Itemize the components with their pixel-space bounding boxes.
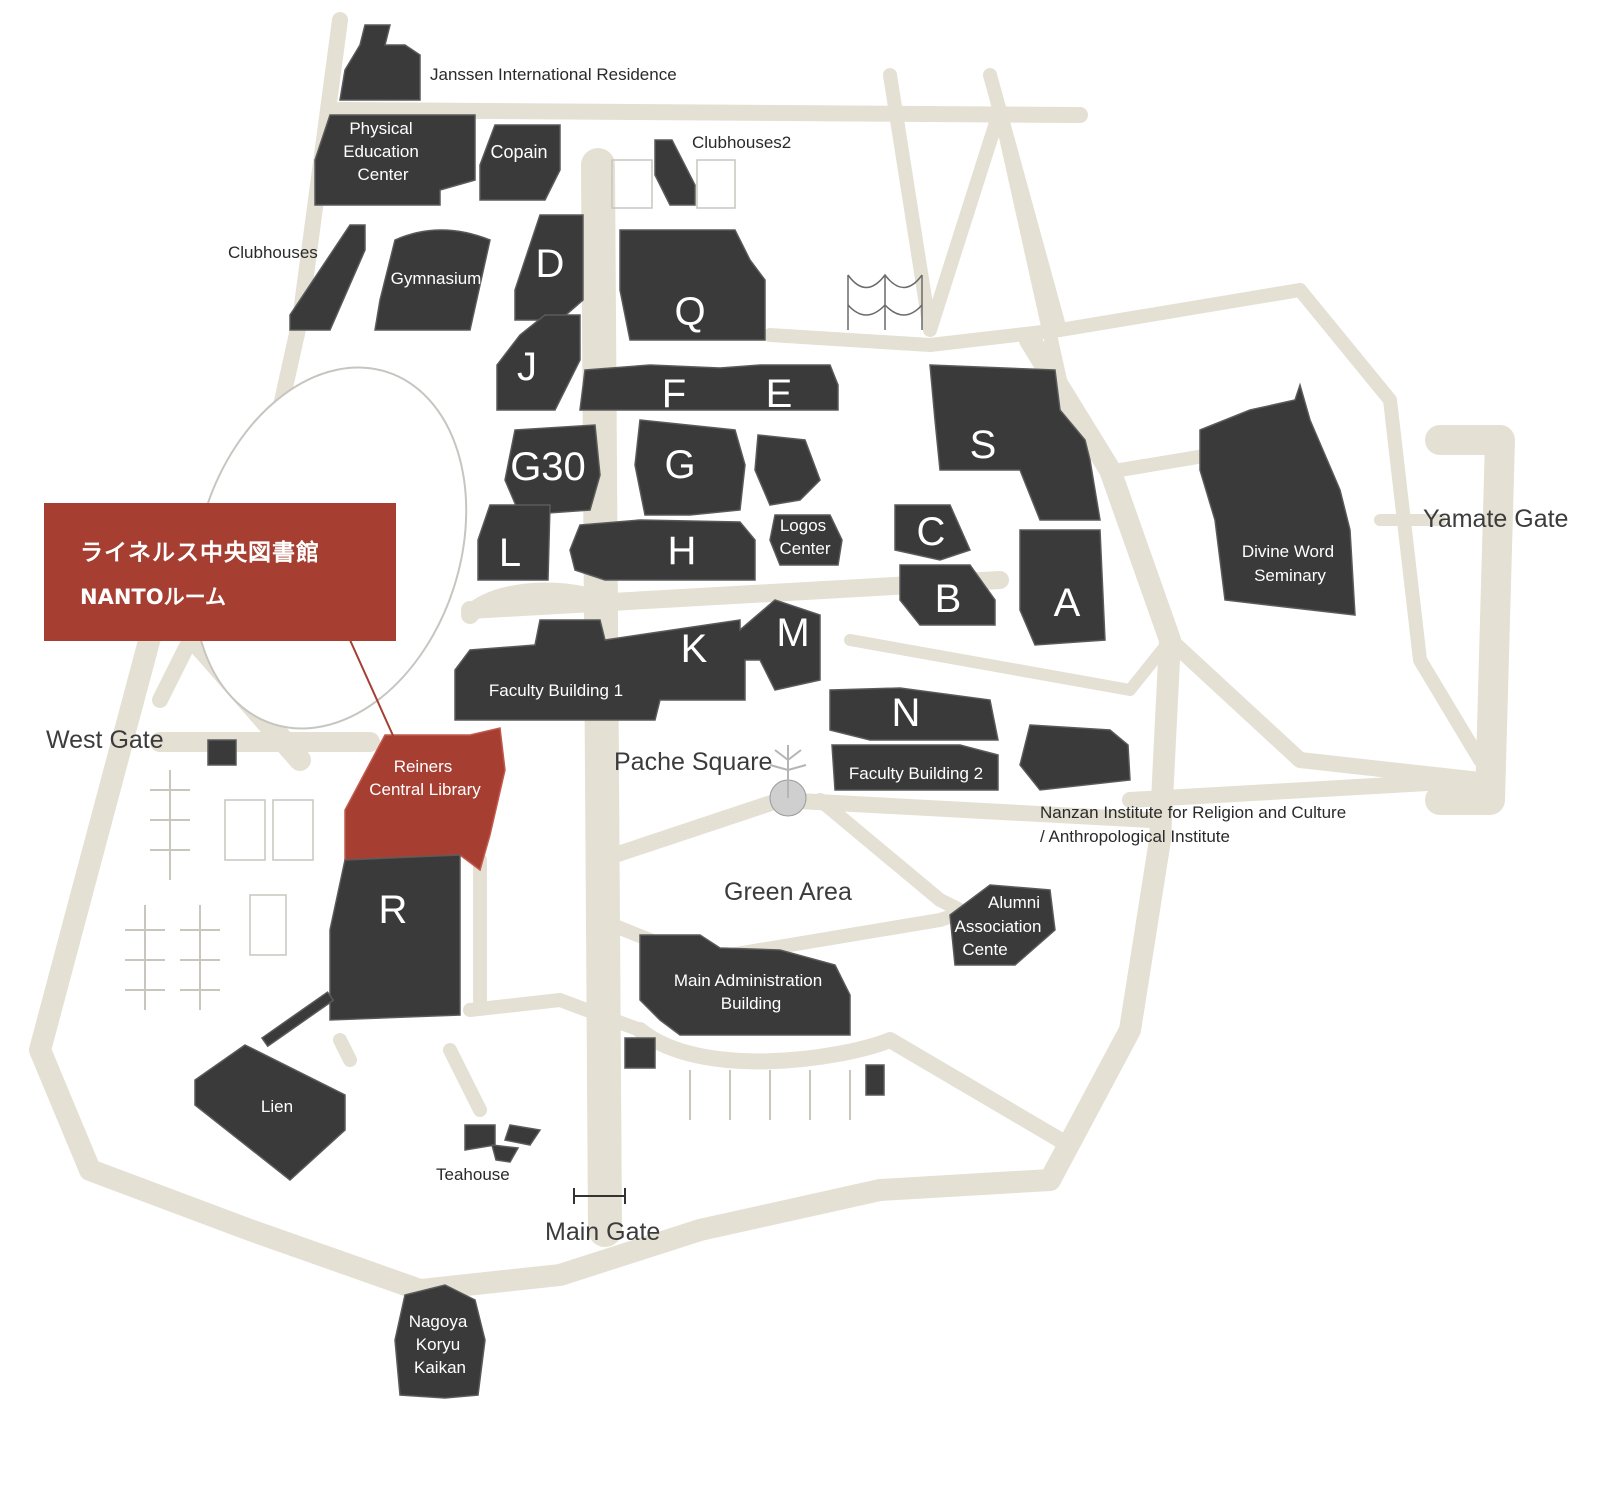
label-a: A xyxy=(1054,581,1081,625)
place-labels: West Gate Main Gate Yamate Gate Pache Sq… xyxy=(46,505,1568,1246)
building-divine-word-seminary[interactable] xyxy=(1199,382,1356,616)
building-nanzan-institute[interactable] xyxy=(1019,724,1131,791)
label-logos-1: Logos xyxy=(780,516,826,535)
building-j[interactable] xyxy=(496,314,581,411)
label-west-gate: West Gate xyxy=(46,726,164,754)
external-labels: Janssen International Residence Clubhous… xyxy=(228,65,1346,1184)
callout-subtitle: NANTOルーム xyxy=(80,585,226,609)
label-nagoya-1: Nagoya xyxy=(409,1312,468,1331)
label-nagoya-3: Kaikan xyxy=(414,1358,466,1377)
building-r[interactable] xyxy=(329,854,461,1021)
callout-connector xyxy=(349,639,396,741)
walkway-lien xyxy=(260,991,335,1048)
callout-title: ライネルス中央図書館 xyxy=(80,540,320,566)
label-janssen: Janssen International Residence xyxy=(430,65,677,84)
label-b: B xyxy=(935,577,962,621)
label-l: L xyxy=(499,531,521,575)
label-c: C xyxy=(917,510,946,554)
label-teahouse: Teahouse xyxy=(436,1165,510,1184)
label-pe-2: Education xyxy=(343,142,419,161)
building-nagoya-koryu-kaikan[interactable] xyxy=(394,1284,486,1399)
building-a[interactable] xyxy=(1019,529,1106,646)
label-copain: Copain xyxy=(490,142,547,162)
building-l[interactable] xyxy=(477,504,551,581)
label-nagoya-2: Koryu xyxy=(416,1335,460,1354)
building-alumni-association-center[interactable] xyxy=(949,884,1056,966)
building-clubhouses[interactable] xyxy=(289,224,366,331)
building-q[interactable] xyxy=(619,229,766,341)
label-lien: Lien xyxy=(261,1097,293,1116)
label-s: S xyxy=(970,423,997,467)
building-g-annex[interactable] xyxy=(754,434,821,506)
label-admin-2: Building xyxy=(721,994,782,1013)
main-gate-marker xyxy=(573,1188,626,1204)
label-library-1: Reiners xyxy=(394,757,453,776)
building-small-east[interactable] xyxy=(865,1064,885,1096)
tent-structure xyxy=(847,273,923,330)
building-teahouse[interactable] xyxy=(464,1124,542,1163)
label-f: F xyxy=(662,372,686,416)
label-g30: G30 xyxy=(510,445,586,489)
building-janssen[interactable] xyxy=(339,24,421,101)
label-admin-1: Main Administration xyxy=(674,971,822,990)
label-nanzan-2: / Anthropological Institute xyxy=(1040,827,1230,846)
building-h[interactable] xyxy=(569,519,756,581)
label-main-gate: Main Gate xyxy=(545,1218,660,1246)
building-b[interactable] xyxy=(899,564,996,626)
label-k: K xyxy=(681,627,708,671)
building-g30[interactable] xyxy=(504,424,601,516)
label-alumni-2: Association xyxy=(955,917,1042,936)
label-gymnasium: Gymnasium xyxy=(391,269,482,288)
label-nanzan-1: Nanzan Institute for Religion and Cultur… xyxy=(1040,803,1346,822)
building-n[interactable] xyxy=(829,687,999,741)
building-logos-center[interactable] xyxy=(769,514,843,566)
label-d: D xyxy=(536,242,565,286)
label-h: H xyxy=(668,529,697,573)
label-divine-2: Seminary xyxy=(1254,566,1326,585)
label-alumni-3: Cente xyxy=(962,940,1007,959)
label-q: Q xyxy=(674,290,705,334)
label-yamate-gate: Yamate Gate xyxy=(1423,505,1568,533)
building-small-admin[interactable] xyxy=(624,1037,656,1069)
building-f-e[interactable] xyxy=(579,364,839,411)
building-clubhouses2[interactable] xyxy=(654,139,696,206)
label-pe-3: Center xyxy=(357,165,408,184)
fountain xyxy=(769,745,807,817)
building-small-west[interactable] xyxy=(207,739,237,766)
building-g[interactable] xyxy=(634,419,746,516)
label-logos-2: Center xyxy=(779,539,830,558)
building-gymnasium[interactable] xyxy=(374,229,491,331)
label-alumni-1: Alumni xyxy=(988,893,1040,912)
label-g: G xyxy=(664,443,695,487)
building-c[interactable] xyxy=(894,504,972,561)
building-reiners-central-library[interactable] xyxy=(344,727,506,872)
building-physical-education-center[interactable] xyxy=(314,114,476,206)
label-r: R xyxy=(379,888,408,932)
building-s[interactable] xyxy=(929,364,1101,521)
label-pache-square: Pache Square xyxy=(614,748,772,776)
buildings xyxy=(194,24,1356,1399)
building-faculty-building-2[interactable] xyxy=(831,744,999,791)
label-j: J xyxy=(517,345,537,389)
building-labels: Physical Education Center Copain Gymnasi… xyxy=(261,119,1334,1377)
parking-lots xyxy=(125,770,851,1120)
label-divine-1: Divine Word xyxy=(1242,542,1334,561)
label-fb2: Faculty Building 2 xyxy=(849,764,983,783)
building-lien[interactable] xyxy=(194,1044,346,1181)
label-library-2: Central Library xyxy=(369,780,481,799)
label-n: N xyxy=(892,691,921,735)
building-faculty-building-1-k[interactable] xyxy=(454,599,821,721)
library-callout[interactable]: ライネルス中央図書館 NANTOルーム xyxy=(44,503,396,641)
building-main-administration[interactable] xyxy=(639,934,851,1036)
tennis-courts xyxy=(224,159,736,956)
label-clubhouses: Clubhouses xyxy=(228,243,318,262)
label-m: M xyxy=(776,611,809,655)
label-fb1: Faculty Building 1 xyxy=(489,681,623,700)
label-pe-1: Physical xyxy=(349,119,412,138)
label-green-area: Green Area xyxy=(724,878,852,906)
label-clubhouses2: Clubhouses2 xyxy=(692,133,791,152)
building-copain[interactable] xyxy=(479,124,561,201)
label-e: E xyxy=(766,372,793,416)
